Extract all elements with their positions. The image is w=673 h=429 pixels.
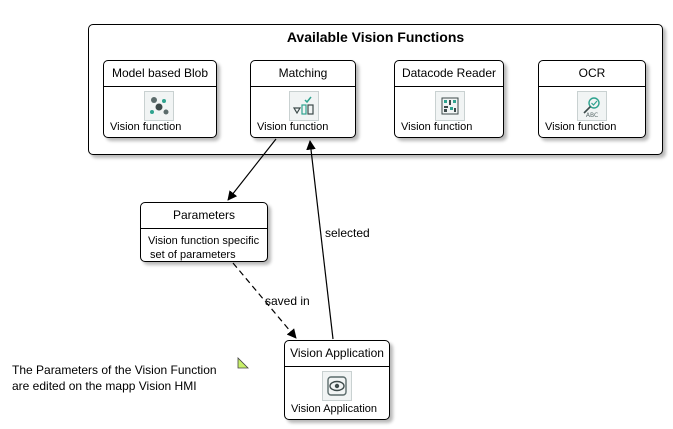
note-line1: The Parameters of the Vision Function	[12, 363, 217, 377]
function-card-datacode-reader[interactable]: Datacode Reader Vision function	[394, 60, 504, 138]
function-card-ocr[interactable]: OCR ABC Vision function	[538, 60, 646, 138]
function-card-caption: Vision function	[257, 121, 329, 133]
parameters-box[interactable]: Parameters Vision function specific set …	[140, 202, 268, 262]
vision-application-box[interactable]: Vision Application Vision Application	[284, 340, 390, 420]
ocr-icon: ABC	[577, 91, 607, 121]
function-card-title: OCR	[539, 61, 645, 87]
svg-text:ABC: ABC	[586, 112, 598, 119]
note-line2: are edited on the mapp Vision HMI	[12, 379, 197, 393]
edge-parameters-to-application	[232, 262, 297, 339]
parameters-description-line1: Vision function specific	[148, 235, 260, 247]
edge-matching-to-parameters	[227, 138, 277, 201]
function-card-model-based-blob[interactable]: Model based Blob Vision function	[103, 60, 217, 138]
function-card-matching[interactable]: Matching Vision function	[250, 60, 356, 138]
blob-icon	[144, 91, 174, 121]
hmi-note: The Parameters of the Vision Function ar…	[12, 362, 217, 394]
function-card-title: Datacode Reader	[395, 61, 503, 87]
edge-label-saved-in: saved in	[265, 294, 310, 308]
function-card-title: Model based Blob	[104, 61, 216, 87]
container-title: Available Vision Functions	[286, 29, 465, 45]
edge-application-to-matching	[306, 140, 334, 340]
function-card-title: Matching	[251, 61, 355, 87]
parameters-description-line2: set of parameters	[150, 249, 236, 261]
edge-label-selected: selected	[325, 226, 370, 240]
datacode-icon	[435, 91, 465, 121]
eye-icon	[322, 371, 352, 401]
function-card-caption: Vision function	[545, 121, 617, 133]
function-card-caption: Vision function	[401, 121, 473, 133]
matching-icon	[289, 91, 319, 121]
vision-application-caption: Vision Application	[291, 403, 378, 415]
parameters-title: Parameters	[141, 203, 267, 229]
vision-application-title: Vision Application	[285, 341, 389, 367]
function-card-caption: Vision function	[110, 121, 182, 133]
note-marker-icon	[237, 357, 249, 369]
